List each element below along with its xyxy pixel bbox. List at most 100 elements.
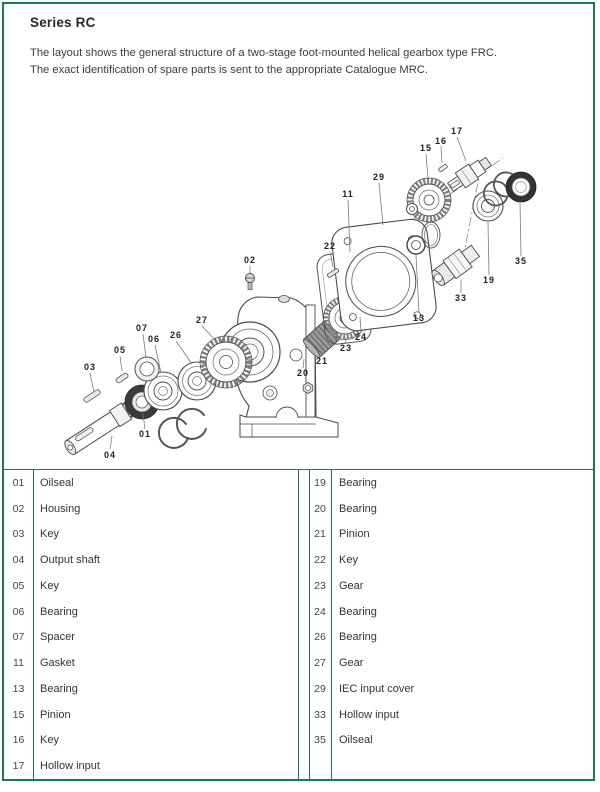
key-03 bbox=[83, 389, 101, 403]
washer bbox=[406, 203, 418, 215]
part-number: 06 bbox=[12, 605, 25, 618]
part-number: 27 bbox=[314, 657, 326, 670]
table-divider bbox=[33, 470, 34, 779]
housing-screw bbox=[245, 273, 255, 290]
callout-06: 06 bbox=[148, 334, 160, 344]
part-name: Oilseal bbox=[339, 734, 373, 747]
callout-labels: 01 02 03 04 05 06 07 11 13 15 16 17 19 2… bbox=[84, 126, 527, 460]
part-name: Bearing bbox=[40, 605, 78, 618]
callout-03: 03 bbox=[84, 362, 96, 372]
callout-27: 27 bbox=[196, 315, 208, 325]
part-number: 02 bbox=[12, 502, 25, 515]
breather-plug bbox=[278, 295, 290, 303]
part-number: 33 bbox=[314, 708, 326, 721]
hollow-input-33 bbox=[431, 244, 481, 286]
parts-table-right-numbers: 19 20 21 22 23 24 26 27 29 33 35 bbox=[309, 470, 331, 753]
callout-19: 19 bbox=[483, 275, 495, 285]
callout-29: 29 bbox=[373, 172, 385, 182]
bearing-19 bbox=[472, 190, 504, 222]
part-name: Spacer bbox=[40, 631, 75, 644]
part-number: 29 bbox=[314, 682, 326, 695]
part-number: 21 bbox=[314, 528, 326, 541]
page-border bbox=[2, 2, 595, 781]
part-name: Gear bbox=[339, 579, 364, 592]
table-divider bbox=[331, 470, 332, 779]
part-number: 04 bbox=[12, 554, 25, 567]
part-number: 05 bbox=[12, 579, 25, 592]
input-shaft-17 bbox=[446, 156, 492, 192]
housing-foot bbox=[239, 414, 339, 438]
part-name: Key bbox=[40, 528, 59, 541]
parts-table-left-numbers: 01 02 03 04 05 06 07 11 13 15 16 17 bbox=[4, 470, 33, 779]
callout-20: 20 bbox=[297, 368, 309, 378]
part-name: Bearing bbox=[339, 605, 377, 618]
callout-02: 02 bbox=[244, 255, 256, 265]
part-number: 20 bbox=[314, 502, 326, 515]
table-divider bbox=[309, 470, 310, 779]
callout-35: 35 bbox=[515, 256, 527, 266]
part-number: 35 bbox=[314, 734, 326, 747]
bearing-13 bbox=[406, 235, 426, 255]
description-line-2: The exact identification of spare parts … bbox=[30, 63, 428, 76]
part-name: Pinion bbox=[40, 708, 71, 721]
table-divider bbox=[298, 470, 299, 779]
callout-33: 33 bbox=[455, 293, 467, 303]
part-name: Bearing bbox=[339, 631, 377, 644]
part-number: 07 bbox=[12, 631, 25, 644]
part-number: 11 bbox=[13, 657, 24, 670]
part-name: Gasket bbox=[40, 657, 75, 670]
shim-ring bbox=[421, 221, 441, 249]
gear-27 bbox=[199, 335, 253, 389]
housing-flange bbox=[305, 304, 316, 418]
part-name: Bearing bbox=[40, 682, 78, 695]
leader-lines bbox=[89, 136, 522, 450]
part-name: IEC input cover bbox=[339, 682, 415, 695]
part-number: 17 bbox=[12, 760, 25, 773]
part-number: 03 bbox=[12, 528, 25, 541]
part-number: 23 bbox=[314, 579, 326, 592]
gear-15 bbox=[406, 177, 452, 223]
callout-17: 17 bbox=[451, 126, 463, 136]
callout-04: 04 bbox=[104, 450, 116, 460]
table-top-border bbox=[4, 469, 593, 470]
description-line-1: The layout shows the general structure o… bbox=[30, 47, 498, 59]
callout-21: 21 bbox=[316, 356, 328, 366]
part-name: Hollow input bbox=[339, 708, 399, 721]
part-name: Key bbox=[40, 579, 59, 592]
part-name: Key bbox=[40, 734, 59, 747]
part-name: Oilseal bbox=[40, 476, 74, 489]
circlip bbox=[157, 407, 207, 449]
part-name: Gear bbox=[339, 657, 364, 670]
part-number: 01 bbox=[12, 476, 25, 489]
part-number: 13 bbox=[12, 682, 25, 695]
part-name: Bearing bbox=[339, 476, 377, 489]
callout-05: 05 bbox=[114, 345, 126, 355]
callout-01: 01 bbox=[139, 429, 151, 439]
callout-15: 15 bbox=[420, 143, 432, 153]
oilseal-35 bbox=[505, 171, 537, 203]
spacer-07 bbox=[134, 356, 160, 382]
part-number: 15 bbox=[12, 708, 25, 721]
key-22 bbox=[327, 268, 339, 278]
page-title: Series RC bbox=[30, 15, 96, 30]
part-number: 22 bbox=[314, 554, 326, 567]
callout-26: 26 bbox=[170, 330, 182, 340]
key-16 bbox=[438, 164, 448, 172]
bearing-26 bbox=[177, 361, 217, 401]
parts-table-right-names: Bearing Bearing Pinion Key Gear Bearing … bbox=[339, 470, 589, 753]
key-05 bbox=[115, 372, 129, 384]
parts-table-left-names: Oilseal Housing Key Output shaft Key Bea… bbox=[40, 470, 294, 779]
part-number: 26 bbox=[314, 631, 326, 644]
exploded-gearbox-diagram: 01 02 03 04 05 06 07 11 13 15 16 17 19 2… bbox=[64, 126, 537, 460]
part-name: Output shaft bbox=[40, 554, 100, 567]
part-name: Pinion bbox=[339, 528, 370, 541]
page-description: The layout shows the general structure o… bbox=[30, 45, 570, 78]
callout-11: 11 bbox=[342, 189, 354, 199]
part-name: Bearing bbox=[339, 502, 377, 515]
callout-22: 22 bbox=[324, 241, 336, 251]
part-name: Key bbox=[339, 554, 358, 567]
hex-nut bbox=[302, 382, 314, 394]
part-number: 16 bbox=[12, 734, 25, 747]
callout-23: 23 bbox=[340, 343, 352, 353]
